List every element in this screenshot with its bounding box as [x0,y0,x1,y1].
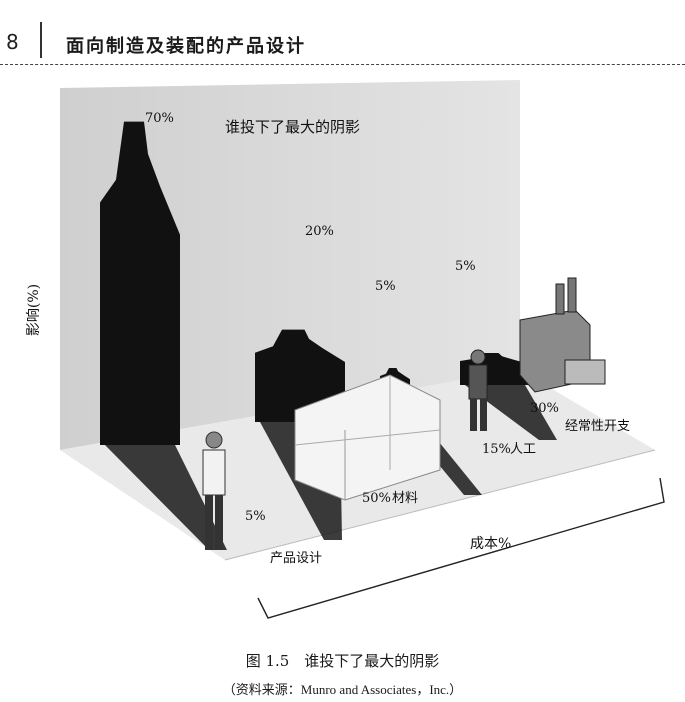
factory-chimney [555,283,565,315]
category-label-1: 材料 [392,491,418,506]
figure-caption: 图 1.5 谁投下了最大的阴影 [245,652,440,670]
designer-leg [205,495,213,550]
floor-front-edge [224,449,656,561]
cost-label-1: 50% [362,491,391,506]
x-axis-label: 成本% [470,536,511,552]
shadow-chart-figure: 影响(%) 谁投下了最大的阴影 成本% 70% 20% 5% 5% 5% 50% 15% 30… [26,80,665,619]
floor-shadow-0 [105,445,227,550]
worker-head [470,349,486,365]
category-label-0: 产品设计 [270,551,322,566]
worker-leg [480,399,487,431]
material-box-edge [294,429,441,446]
header-separator [40,22,42,58]
page-number: 8 [6,30,19,54]
designer-figure [202,449,226,496]
factory-chimney [567,277,577,313]
page-header: 8 面向制造及装配的产品设计 [0,0,685,65]
worker-leg [470,399,477,431]
factory-desk [564,359,606,385]
cost-label-2: 15% [482,442,511,457]
designer-head [205,431,223,449]
cost-axis-bracket [257,477,665,619]
category-label-3: 经常性开支 [565,419,630,434]
floor-shadow-3 [465,385,557,440]
cost-label-3: 30% [530,401,559,416]
figure-source: （资料来源：Munro and Associates，Inc.） [222,682,463,697]
running-header-title: 面向制造及装配的产品设计 [66,36,306,57]
category-label-2: 人工 [510,442,536,457]
header-dashed-rule [0,64,685,65]
impact-label-1: 20% [305,224,334,239]
worker-body [468,364,488,400]
impact-label-0: 70% [145,111,174,126]
impact-label-2: 5% [375,279,396,294]
chart-title: 谁投下了最大的阴影 [225,118,360,136]
cost-label-0: 5% [245,509,266,524]
designer-leg [215,495,223,550]
shadow-0 [100,121,180,445]
impact-label-3: 5% [455,259,476,274]
shadow-1 [255,329,345,422]
y-axis-label: 影响(%) [26,284,42,336]
